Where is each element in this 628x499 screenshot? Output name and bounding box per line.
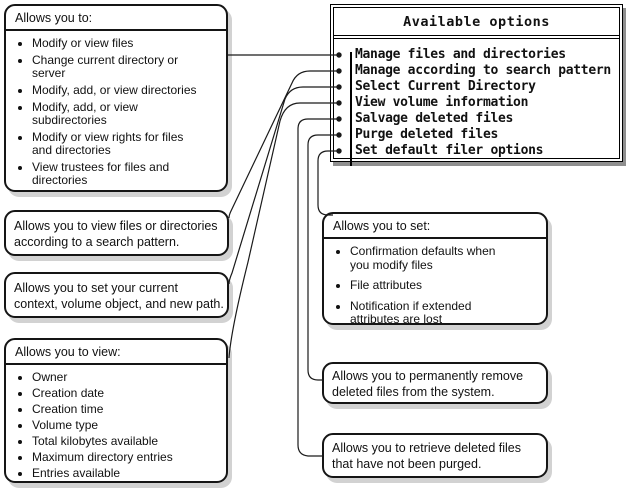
callout-manage-files: Allows you to: Modify or view files Chan…: [4, 4, 228, 192]
callout-bullet: Modify or view files: [32, 37, 222, 50]
callout-bullet: Modify, add, or view directories: [32, 84, 222, 97]
callout-bullet: Modify or view rights for files and dire…: [32, 131, 222, 157]
menu-item-view-volume[interactable]: View volume information: [355, 95, 529, 110]
menu-item-select-directory[interactable]: Select Current Directory: [355, 79, 536, 94]
callout-bullet: Owner: [32, 371, 222, 384]
menu-title: Available options: [334, 8, 619, 36]
callout-bullet: Volume type: [32, 419, 222, 432]
callout-bullet: View trustees for files and directories: [32, 161, 222, 187]
callout-volume-info-heading: Allows you to view:: [6, 340, 226, 365]
callout-manage-files-list: Modify or view files Change current dire…: [6, 37, 226, 187]
callout-search-pattern: Allows you to view files or directories …: [4, 210, 229, 256]
callout-current-context: Allows you to set your current context, …: [4, 272, 229, 318]
connector-line-search-pattern: [228, 70, 339, 219]
callout-bullet: Confirmation defaults when you modify fi…: [350, 244, 542, 272]
callout-bullet: Change current directory or server: [32, 54, 222, 80]
callout-set-defaults-heading: Allows you to set:: [324, 214, 546, 239]
callout-volume-info: Allows you to view: Owner Creation date …: [4, 338, 228, 483]
callout-manage-files-heading: Allows you to:: [6, 6, 226, 31]
callout-bullet: File attributes: [350, 278, 542, 293]
menu-item-search-pattern[interactable]: Manage according to search pattern: [355, 63, 611, 78]
menu-selection-bar: [350, 52, 352, 166]
callout-bullet: Total kilobytes available: [32, 435, 222, 448]
menu-item-salvage[interactable]: Salvage deleted files: [355, 111, 514, 126]
menu-item-manage-files[interactable]: Manage files and directories: [355, 47, 566, 62]
menu-item-set-defaults[interactable]: Set default filer options: [355, 143, 544, 158]
available-options-menu-frame: Available options Manage files and direc…: [333, 7, 620, 166]
callout-bullet: Maximum directory entries: [32, 451, 222, 464]
callout-set-defaults-list: Confirmation defaults when you modify fi…: [324, 244, 546, 327]
callout-purge: Allows you to permanently remove deleted…: [322, 362, 548, 404]
menu-item-list: Manage files and directories Manage acco…: [334, 38, 619, 159]
callout-bullet: Entries available: [32, 467, 222, 480]
available-options-menu: Available options Manage files and direc…: [330, 4, 623, 166]
callout-bullet: Creation date: [32, 387, 222, 400]
callout-bullet: Notification if extended attributes are …: [350, 299, 542, 327]
callout-set-defaults: Allows you to set: Confirmation defaults…: [322, 212, 548, 327]
callout-bullet: Modify, add, or view subdirectories: [32, 101, 222, 127]
callout-volume-info-list: Owner Creation date Creation time Volume…: [6, 371, 226, 480]
callout-salvage: Allows you to retrieve deleted files tha…: [322, 433, 548, 478]
menu-item-purge[interactable]: Purge deleted files: [355, 127, 499, 142]
callout-bullet: Creation time: [32, 403, 222, 416]
